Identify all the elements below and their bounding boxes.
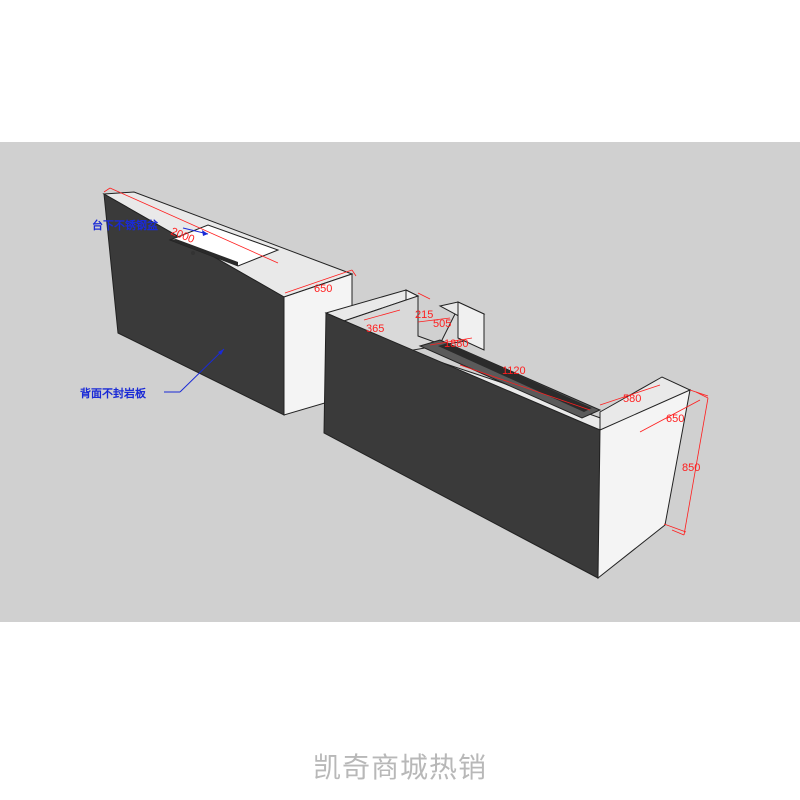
right-end-side-face bbox=[597, 389, 691, 580]
annotation-sink: 台下不锈钢盆 bbox=[92, 218, 159, 232]
sink-arrow-head bbox=[202, 230, 208, 236]
right-module bbox=[323, 289, 692, 580]
dim-trough-length: 1120 bbox=[502, 365, 526, 377]
back-arrow-head bbox=[218, 349, 224, 355]
dim-notch-width-left: 365 bbox=[366, 323, 384, 335]
notch-right-block-side bbox=[457, 301, 485, 351]
dim-counter-length: 1880 bbox=[444, 338, 468, 350]
dim-notch-width-right: 505 bbox=[433, 318, 451, 330]
dim-notch-depth: 215 bbox=[415, 309, 433, 321]
trough-inner bbox=[438, 343, 592, 412]
dim-left-depth: 650 bbox=[314, 283, 332, 295]
annotation-back: 背面不封岩板 bbox=[80, 386, 147, 400]
right-dimension-lines bbox=[363, 292, 709, 536]
faucet-hole bbox=[191, 251, 195, 255]
sink-cutout bbox=[168, 224, 280, 267]
sink-inner-shadow bbox=[170, 239, 238, 266]
left-dimension-lines bbox=[103, 187, 357, 294]
dim-height: 850 bbox=[682, 462, 700, 474]
dim-right-top-width: 580 bbox=[623, 393, 641, 405]
footer-watermark: 凯奇商城热销 bbox=[312, 751, 487, 784]
dim-right-depth: 650 bbox=[666, 413, 684, 425]
